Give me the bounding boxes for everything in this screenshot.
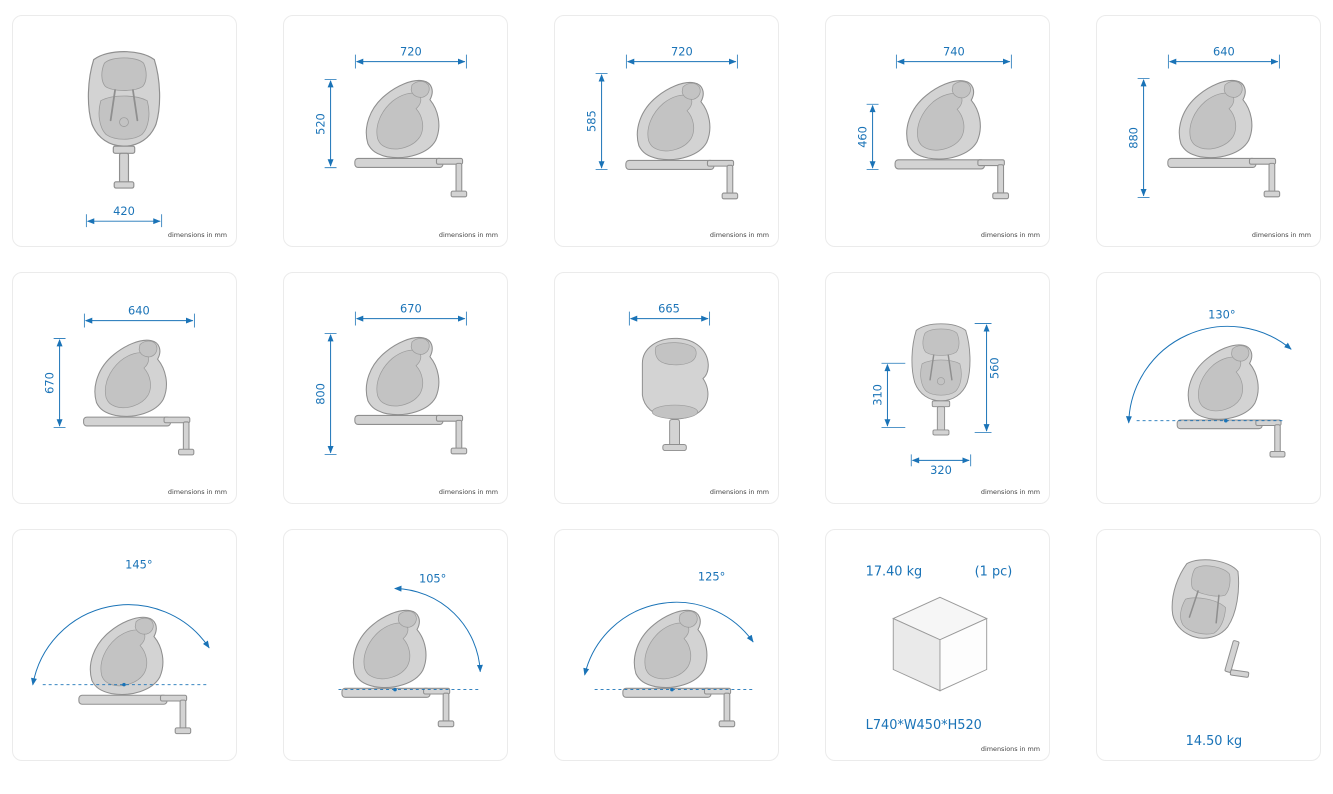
dim-bottom-label: 320	[930, 463, 952, 477]
units-note: dimensions in mm	[439, 231, 498, 239]
units-note: dimensions in mm	[168, 231, 227, 239]
angle-annotation: 105°	[338, 572, 483, 692]
dim-width-label: 720	[400, 45, 422, 59]
spec-card-side-670x800: 670 800 dimensions in mm	[283, 272, 508, 504]
dim-height-label: 670	[43, 372, 57, 394]
dim-width-label: 640	[128, 304, 150, 318]
angle-label: 125°	[698, 570, 725, 584]
units-note: dimensions in mm	[981, 745, 1040, 753]
dimension-annotation: 665	[628, 302, 711, 326]
seat-recline-diagram: 125°	[583, 570, 754, 728]
seat-recline-diagram: 130°	[1125, 308, 1292, 458]
dim-height-label: 800	[314, 383, 328, 405]
seat-side-view-diagram: 720 520 dimensions in mm	[314, 45, 498, 239]
car-seat-side-illustration	[1167, 79, 1281, 198]
dimension-annotation: 670 800	[314, 302, 467, 455]
spec-card-angle-105: 105°	[283, 529, 508, 761]
dim-width-label: 665	[658, 302, 680, 316]
car-seat-rear-illustration	[641, 337, 709, 452]
car-seat-front-illustration	[911, 323, 971, 436]
spec-card-angle-125: 125°	[554, 529, 779, 761]
angle-annotation: 125°	[583, 570, 754, 692]
dimension-annotation: 560 310 320	[871, 323, 1001, 477]
dim-width-label: 670	[400, 302, 422, 316]
car-seat-side-illustration	[894, 80, 1010, 200]
seat-front-view-diagram: 560 310 320 dimensions in mm	[871, 323, 1040, 496]
car-seat-side-illustration	[83, 339, 195, 456]
dim-height-label: 880	[1127, 127, 1141, 149]
spec-card-product-weight: 14.50 kg	[1096, 529, 1321, 761]
dim-width-label: 640	[1213, 45, 1235, 59]
units-note: dimensions in mm	[710, 488, 769, 496]
dim-height-label: 520	[314, 113, 328, 135]
spec-card-side-640x880: 640 880 dimensions in mm	[1096, 15, 1321, 247]
dim-left-height-label: 310	[871, 384, 885, 406]
spec-card-side-740x460: 740 460 dimensions in mm	[825, 15, 1050, 247]
dim-height-label: 460	[856, 126, 870, 148]
angle-annotation: 145°	[31, 558, 210, 687]
seat-three-quarter-diagram: 14.50 kg	[1164, 552, 1250, 749]
dimension-annotation: 720 520	[314, 45, 467, 169]
package-dimensions-label: L740*W450*H520	[866, 718, 982, 733]
product-weight-label: 14.50 kg	[1186, 734, 1243, 749]
dim-width-label: 720	[671, 45, 693, 59]
spec-card-side-720x585: 720 585 dimensions in mm	[554, 15, 779, 247]
dim-right-height-label: 560	[987, 357, 1001, 379]
dimension-annotation: 740 460	[856, 45, 1012, 171]
dim-bottom-label: 420	[113, 204, 135, 218]
seat-side-view-diagram: 640 670 dimensions in mm	[43, 304, 227, 496]
seat-side-view-diagram: 720 585 dimensions in mm	[585, 45, 769, 239]
dimension-annotation: 640 880	[1127, 45, 1280, 198]
package-quantity-label: (1 pc)	[975, 565, 1013, 580]
seat-rear-view-diagram: 665 dimensions in mm	[628, 302, 769, 496]
car-seat-side-illustration	[354, 336, 468, 455]
dimension-spec-gallery: 420 dimensions in mm 720 520 dimensions …	[12, 15, 1321, 761]
car-seat-side-illustration	[354, 79, 468, 198]
units-note: dimensions in mm	[1252, 231, 1311, 239]
units-note: dimensions in mm	[168, 488, 227, 496]
carton-box-illustration	[892, 596, 988, 692]
seat-front-view-diagram: 420 dimensions in mm	[85, 50, 227, 239]
package-weight-label: 17.40 kg	[866, 565, 923, 580]
car-seat-side-illustration	[1176, 344, 1286, 458]
units-note: dimensions in mm	[439, 488, 498, 496]
angle-label: 105°	[419, 572, 446, 586]
dim-height-label: 585	[585, 110, 599, 132]
spec-card-angle-145: 145°	[12, 529, 237, 761]
spec-card-side-640x670: 640 670 dimensions in mm	[12, 272, 237, 504]
units-note: dimensions in mm	[710, 231, 769, 239]
spec-card-front-width: 420 dimensions in mm	[12, 15, 237, 247]
units-note: dimensions in mm	[981, 488, 1040, 496]
spec-card-front-harness: 560 310 320 dimensions in mm	[825, 272, 1050, 504]
dimension-annotation: 640 670	[43, 304, 195, 429]
seat-recline-diagram: 105°	[338, 572, 483, 728]
dimension-annotation: 720 585	[585, 45, 738, 171]
units-note: dimensions in mm	[981, 231, 1040, 239]
car-seat-three-quarter-illustration	[1164, 552, 1250, 679]
spec-card-side-720x520: 720 520 dimensions in mm	[283, 15, 508, 247]
seat-recline-diagram: 145°	[31, 558, 210, 735]
package-box-diagram: 17.40 kg (1 pc) L740*W450*H520 dimension…	[866, 565, 1040, 753]
seat-side-view-diagram: 670 800 dimensions in mm	[314, 302, 498, 496]
angle-label: 145°	[125, 558, 152, 572]
dimension-annotation: 420	[85, 204, 163, 228]
seat-side-view-diagram: 740 460 dimensions in mm	[856, 45, 1040, 239]
car-seat-side-illustration	[341, 609, 455, 728]
dim-width-label: 740	[943, 45, 965, 59]
car-seat-side-illustration	[78, 616, 192, 735]
car-seat-side-illustration	[625, 81, 739, 200]
angle-label: 130°	[1208, 308, 1235, 322]
car-seat-side-illustration	[622, 609, 736, 728]
spec-card-rear-665: 665 dimensions in mm	[554, 272, 779, 504]
seat-side-view-diagram: 640 880 dimensions in mm	[1127, 45, 1311, 239]
spec-card-angle-130: 130°	[1096, 272, 1321, 504]
spec-card-package: 17.40 kg (1 pc) L740*W450*H520 dimension…	[825, 529, 1050, 761]
car-seat-front-illustration	[87, 50, 161, 189]
